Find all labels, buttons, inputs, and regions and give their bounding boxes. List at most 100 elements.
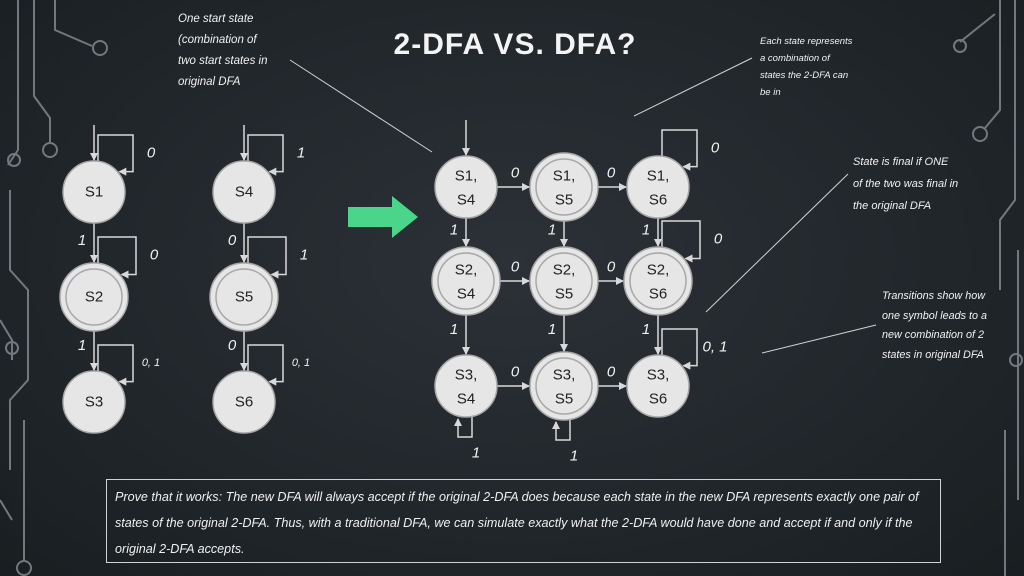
state-label: S3,	[553, 367, 576, 384]
state-circle	[434, 354, 498, 418]
state-circle	[626, 354, 690, 418]
self-loop-arrow	[97, 236, 137, 279]
state-label: S6	[649, 286, 667, 303]
self-loop-arrow	[247, 344, 284, 386]
transition-label: 0	[607, 364, 616, 381]
note-line: Each state represents	[760, 36, 853, 47]
self-loop-arrow	[247, 134, 284, 176]
state-circle	[62, 160, 126, 224]
self-loop-label: 1	[297, 145, 305, 162]
transition-label: 0	[607, 165, 616, 182]
self-loop-label: 1	[570, 448, 578, 465]
state-inner-ring	[535, 357, 593, 415]
note-start-state: One start state (combination of two star…	[178, 9, 288, 93]
self-loop-label: 0, 1	[702, 339, 727, 356]
state-label: S3,	[455, 367, 478, 384]
annotation-lines	[289, 57, 877, 354]
state-label: S3,	[647, 367, 670, 384]
state-inner-ring	[535, 252, 593, 310]
state-label: S4	[457, 192, 475, 209]
transition-label: 0	[228, 232, 237, 249]
state-label: S2	[85, 289, 103, 306]
self-loop-arrow	[247, 236, 287, 279]
state-label: S6	[235, 394, 253, 411]
note-line: original DFA	[178, 76, 241, 88]
state-circle	[626, 155, 690, 219]
note-line: be in	[760, 87, 781, 98]
self-loop-arrow	[454, 417, 473, 438]
states-layer: S1S2S3S4S5S6S1,S4S1,S5S1,S6S2,S4S2,S5S2,…	[59, 152, 693, 434]
transition-label: 1	[642, 321, 650, 338]
note-line: two start states in	[178, 55, 268, 67]
state-label: S4	[457, 286, 475, 303]
self-loop-label: 0	[147, 145, 156, 162]
state-label: S4	[235, 184, 253, 201]
self-loop-label: 0, 1	[292, 357, 310, 369]
state-inner-ring	[535, 158, 593, 216]
self-loop-label: 0	[711, 140, 720, 157]
self-loop-arrow	[97, 344, 134, 386]
transition-label: 1	[450, 222, 458, 239]
state-inner-ring	[215, 268, 273, 326]
state-circle	[212, 160, 276, 224]
state-label: S5	[555, 192, 573, 209]
self-loop-arrow	[552, 420, 571, 441]
note-combination: Each state represents a combination of s…	[760, 33, 868, 101]
transition-label: 0	[511, 165, 520, 182]
state-label: S5	[555, 391, 573, 408]
transition-label: 1	[78, 232, 86, 249]
page-title: 2-DFA VS. DFA?	[393, 28, 637, 61]
transition-label: 0	[511, 259, 520, 276]
note-line: One start state	[178, 13, 254, 25]
state-label: S2,	[455, 262, 478, 279]
state-label: S3	[85, 394, 103, 411]
note-line: states in original DFA	[882, 348, 984, 361]
self-loop-label: 1	[300, 247, 308, 264]
arrows-layer	[90, 120, 701, 441]
note-line: states the 2-DFA can	[760, 70, 849, 81]
self-loop-arrow	[97, 134, 134, 176]
note-line: one symbol leads to a	[882, 309, 988, 322]
self-loop-label: 0, 1	[142, 357, 160, 369]
note-line: of the two was final in	[853, 178, 959, 190]
state-label: S1	[85, 184, 103, 201]
self-loop-label: 1	[472, 445, 480, 462]
note-line: the original DFA	[853, 200, 932, 212]
self-loop-arrow	[661, 129, 698, 171]
state-inner-ring	[65, 268, 123, 326]
self-loop-label: 0	[714, 231, 723, 248]
transition-label: 0	[228, 337, 237, 354]
state-label: S5	[235, 289, 253, 306]
state-inner-ring	[629, 252, 687, 310]
state-label: S6	[649, 192, 667, 209]
self-loop-label: 0	[150, 247, 159, 264]
note-line: (combination of	[178, 34, 257, 46]
state-label: S6	[649, 391, 667, 408]
state-label: S1,	[647, 168, 670, 185]
note-line: Transitions show how	[882, 290, 986, 302]
self-loop-arrow	[661, 220, 701, 263]
state-label: S2,	[553, 262, 576, 279]
state-label: S2,	[647, 262, 670, 279]
transition-label: 1	[548, 222, 556, 239]
note-line: a combination of	[760, 53, 830, 64]
transition-label: 1	[78, 337, 86, 354]
transform-arrow-icon	[348, 196, 418, 238]
transition-label: 0	[607, 259, 616, 276]
note-line: State is final if ONE	[853, 156, 949, 168]
note-line: new combination of 2	[882, 329, 985, 341]
transition-label: 1	[548, 321, 556, 338]
state-label: S1,	[455, 168, 478, 185]
note-transitions: Transitions show how one symbol leads to…	[882, 287, 1012, 365]
transition-label: 0	[511, 364, 520, 381]
state-label: S4	[457, 391, 475, 408]
state-circle	[62, 370, 126, 434]
self-loop-arrow	[661, 328, 698, 370]
state-circle	[434, 155, 498, 219]
state-inner-ring	[437, 252, 495, 310]
state-label: S5	[555, 286, 573, 303]
state-label: S1,	[553, 168, 576, 185]
